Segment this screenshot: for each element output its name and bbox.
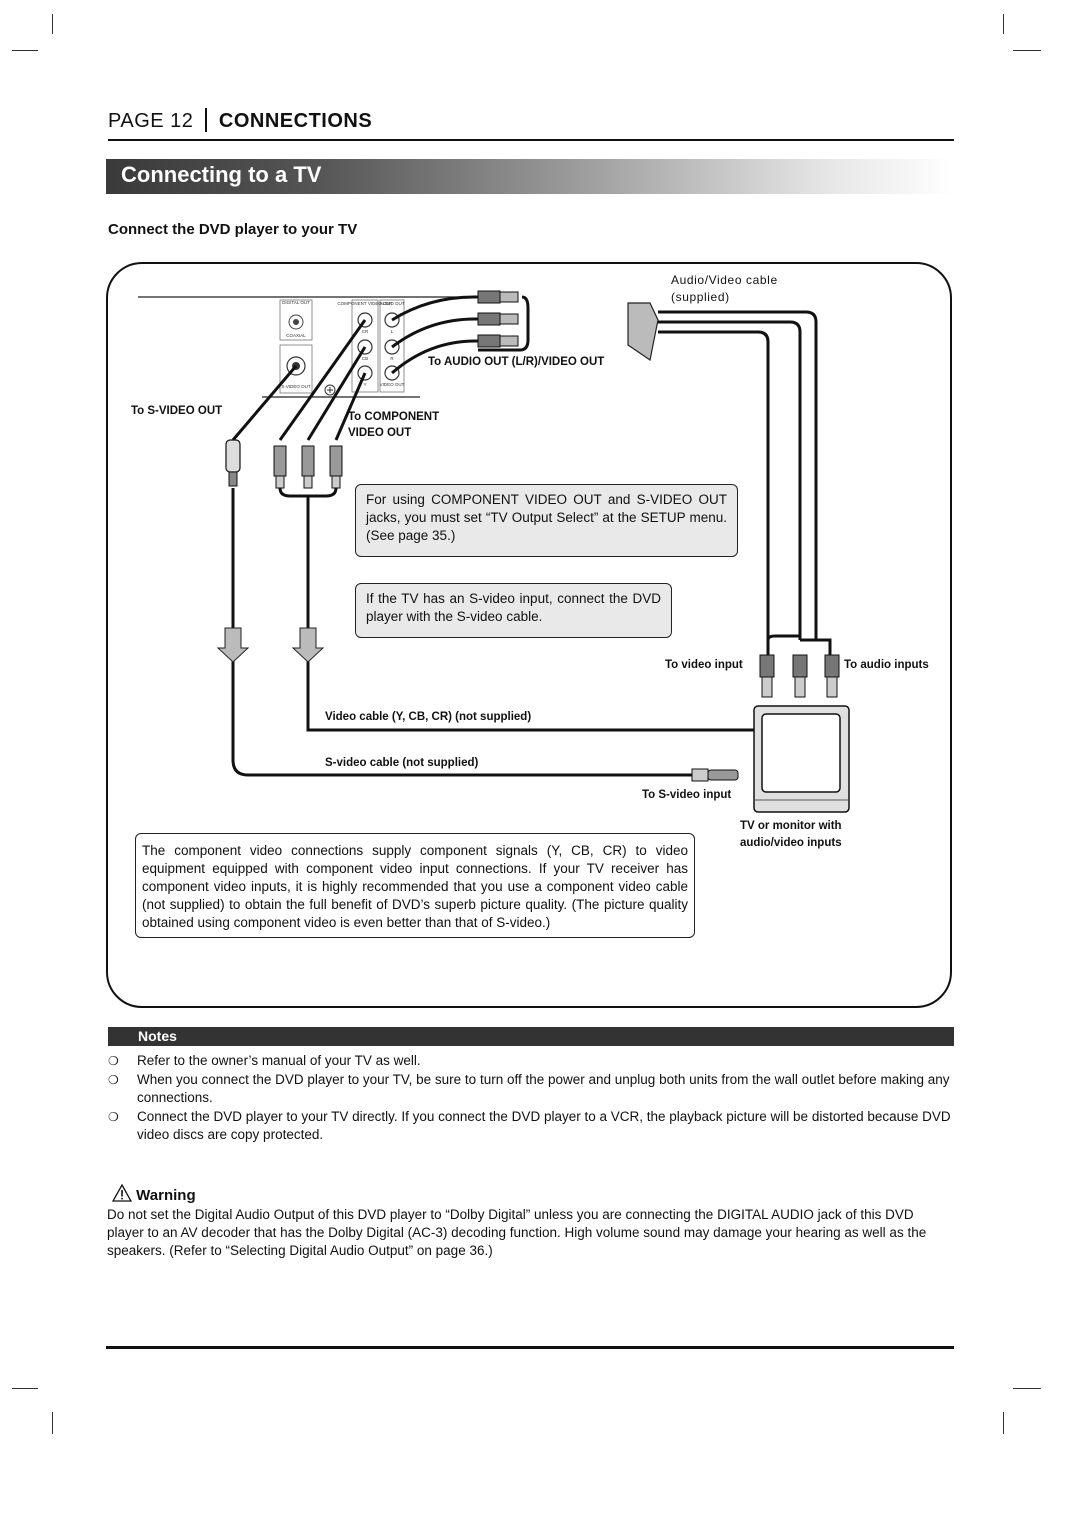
list-item: ❍ When you connect the DVD player to your…: [108, 1071, 954, 1107]
to-audio-inputs-label: To audio inputs: [844, 659, 929, 671]
crop-mark: [12, 1388, 38, 1389]
diagram-frame: [106, 262, 952, 1008]
svideo-plug-icon: [228, 471, 238, 487]
warning-heading: Warning: [111, 1183, 196, 1204]
panel-label-cr: CR: [362, 329, 369, 334]
notes-title: Notes: [138, 1028, 177, 1044]
warning-text: Do not set the Digital Audio Output of t…: [107, 1207, 927, 1258]
title-banner: Connecting to a TV: [106, 159, 954, 194]
to-svideo-out-label: To S-VIDEO OUT: [131, 405, 223, 417]
header-divider: [205, 108, 207, 132]
av-cable-wires: [391, 295, 530, 375]
to-video-input-label: To video input: [665, 659, 743, 671]
bullet-icon: ❍: [108, 1054, 119, 1068]
to-component-label-2: VIDEO OUT: [348, 427, 412, 439]
av-plugs: [477, 290, 519, 348]
crop-mark: [52, 1412, 53, 1434]
crop-mark: [1003, 1412, 1004, 1434]
panel-label-digital: DIGITAL OUT: [282, 300, 310, 305]
list-item: ❍ Refer to the owner’s manual of your TV …: [108, 1052, 954, 1070]
panel-label-svideo: S-VIDEO OUT: [281, 384, 311, 389]
bullet-icon: ❍: [108, 1110, 119, 1124]
svideo-plug-icon: [707, 769, 739, 781]
crop-mark: [1003, 14, 1004, 34]
notes-list: ❍ Refer to the owner’s manual of your TV …: [108, 1052, 954, 1145]
tv-label-2: audio/video inputs: [740, 837, 842, 849]
screw-icon: [327, 387, 333, 393]
av-cable-to-tv: [658, 310, 832, 655]
note-text: Refer to the owner’s manual of your TV a…: [137, 1053, 421, 1068]
panel-label-cb: CB: [362, 356, 368, 361]
to-component-label: To COMPONENT: [348, 411, 440, 423]
page-header: PAGE 12 CONNECTIONS: [108, 108, 372, 133]
down-arrow-icon: [216, 627, 250, 663]
tv-input-plugs: [759, 654, 840, 698]
panel-labels: DIGITAL OUT COAXIAL COMPONENT VIDEO OUT …: [281, 300, 404, 389]
callout-component: For using COMPONENT VIDEO OUT and S-VIDE…: [355, 484, 738, 557]
panel-label-audio: AUDIO OUT: [379, 301, 404, 306]
list-item: ❍ Connect the DVD player to your TV direc…: [108, 1108, 954, 1144]
to-svideo-input-label: To S-video input: [642, 789, 732, 801]
component-info-box: The component video connections supply c…: [135, 833, 695, 938]
crop-mark: [1013, 50, 1041, 51]
av-cable-label-supplied: (supplied): [671, 290, 730, 304]
coaxial-jack: [293, 319, 299, 325]
section-title: CONNECTIONS: [218, 110, 373, 132]
crop-mark: [12, 50, 38, 51]
banner-title: Connecting to a TV: [121, 162, 322, 187]
notes-bar: Notes: [108, 1027, 954, 1046]
panel-label-r: R: [390, 356, 394, 361]
svideo-plug-icon: [691, 768, 709, 782]
svideo-plug-icon: [225, 439, 241, 473]
tv-label: TV or monitor with: [740, 820, 842, 832]
page-number: PAGE 12: [108, 110, 194, 132]
panel-label-l: L: [391, 329, 394, 334]
panel-label-video-out: VIDEO OUT: [380, 382, 405, 387]
tv-screen: [761, 713, 841, 793]
note-text: Connect the DVD player to your TV direct…: [137, 1109, 951, 1142]
connection-diagram: DIGITAL OUT COAXIAL COMPONENT VIDEO OUT …: [138, 290, 850, 813]
warning-title: Warning: [136, 1187, 196, 1204]
panel-label-coaxial: COAXIAL: [286, 333, 306, 338]
warning-icon: [111, 1183, 133, 1202]
direction-arrow-icon: [627, 302, 659, 362]
panel-label-y: Y: [363, 382, 366, 387]
callout-svideo: If the TV has an S-video input, connect …: [355, 583, 672, 638]
svideo-cable-label: S-video cable (not supplied): [325, 757, 479, 769]
down-arrow-icon: [291, 627, 325, 663]
av-cable-label: Audio/Video cable: [671, 273, 778, 287]
footer-rule: [106, 1346, 954, 1349]
video-cable-label: Video cable (Y, CB, CR) (not supplied): [325, 711, 532, 723]
panel-label-component: COMPONENT VIDEO OUT: [337, 301, 392, 306]
crop-mark: [1013, 1388, 1041, 1389]
note-text: When you connect the DVD player to your …: [137, 1072, 950, 1105]
component-plugs: [273, 445, 343, 489]
header-rule: [108, 139, 954, 141]
bullet-icon: ❍: [108, 1073, 119, 1087]
to-audio-out-label: To AUDIO OUT (L/R)/VIDEO OUT: [428, 356, 605, 368]
crop-mark: [52, 14, 53, 34]
svideo-cable: [231, 365, 695, 777]
subheading: Connect the DVD player to your TV: [108, 221, 358, 238]
component-cable: [278, 319, 754, 732]
